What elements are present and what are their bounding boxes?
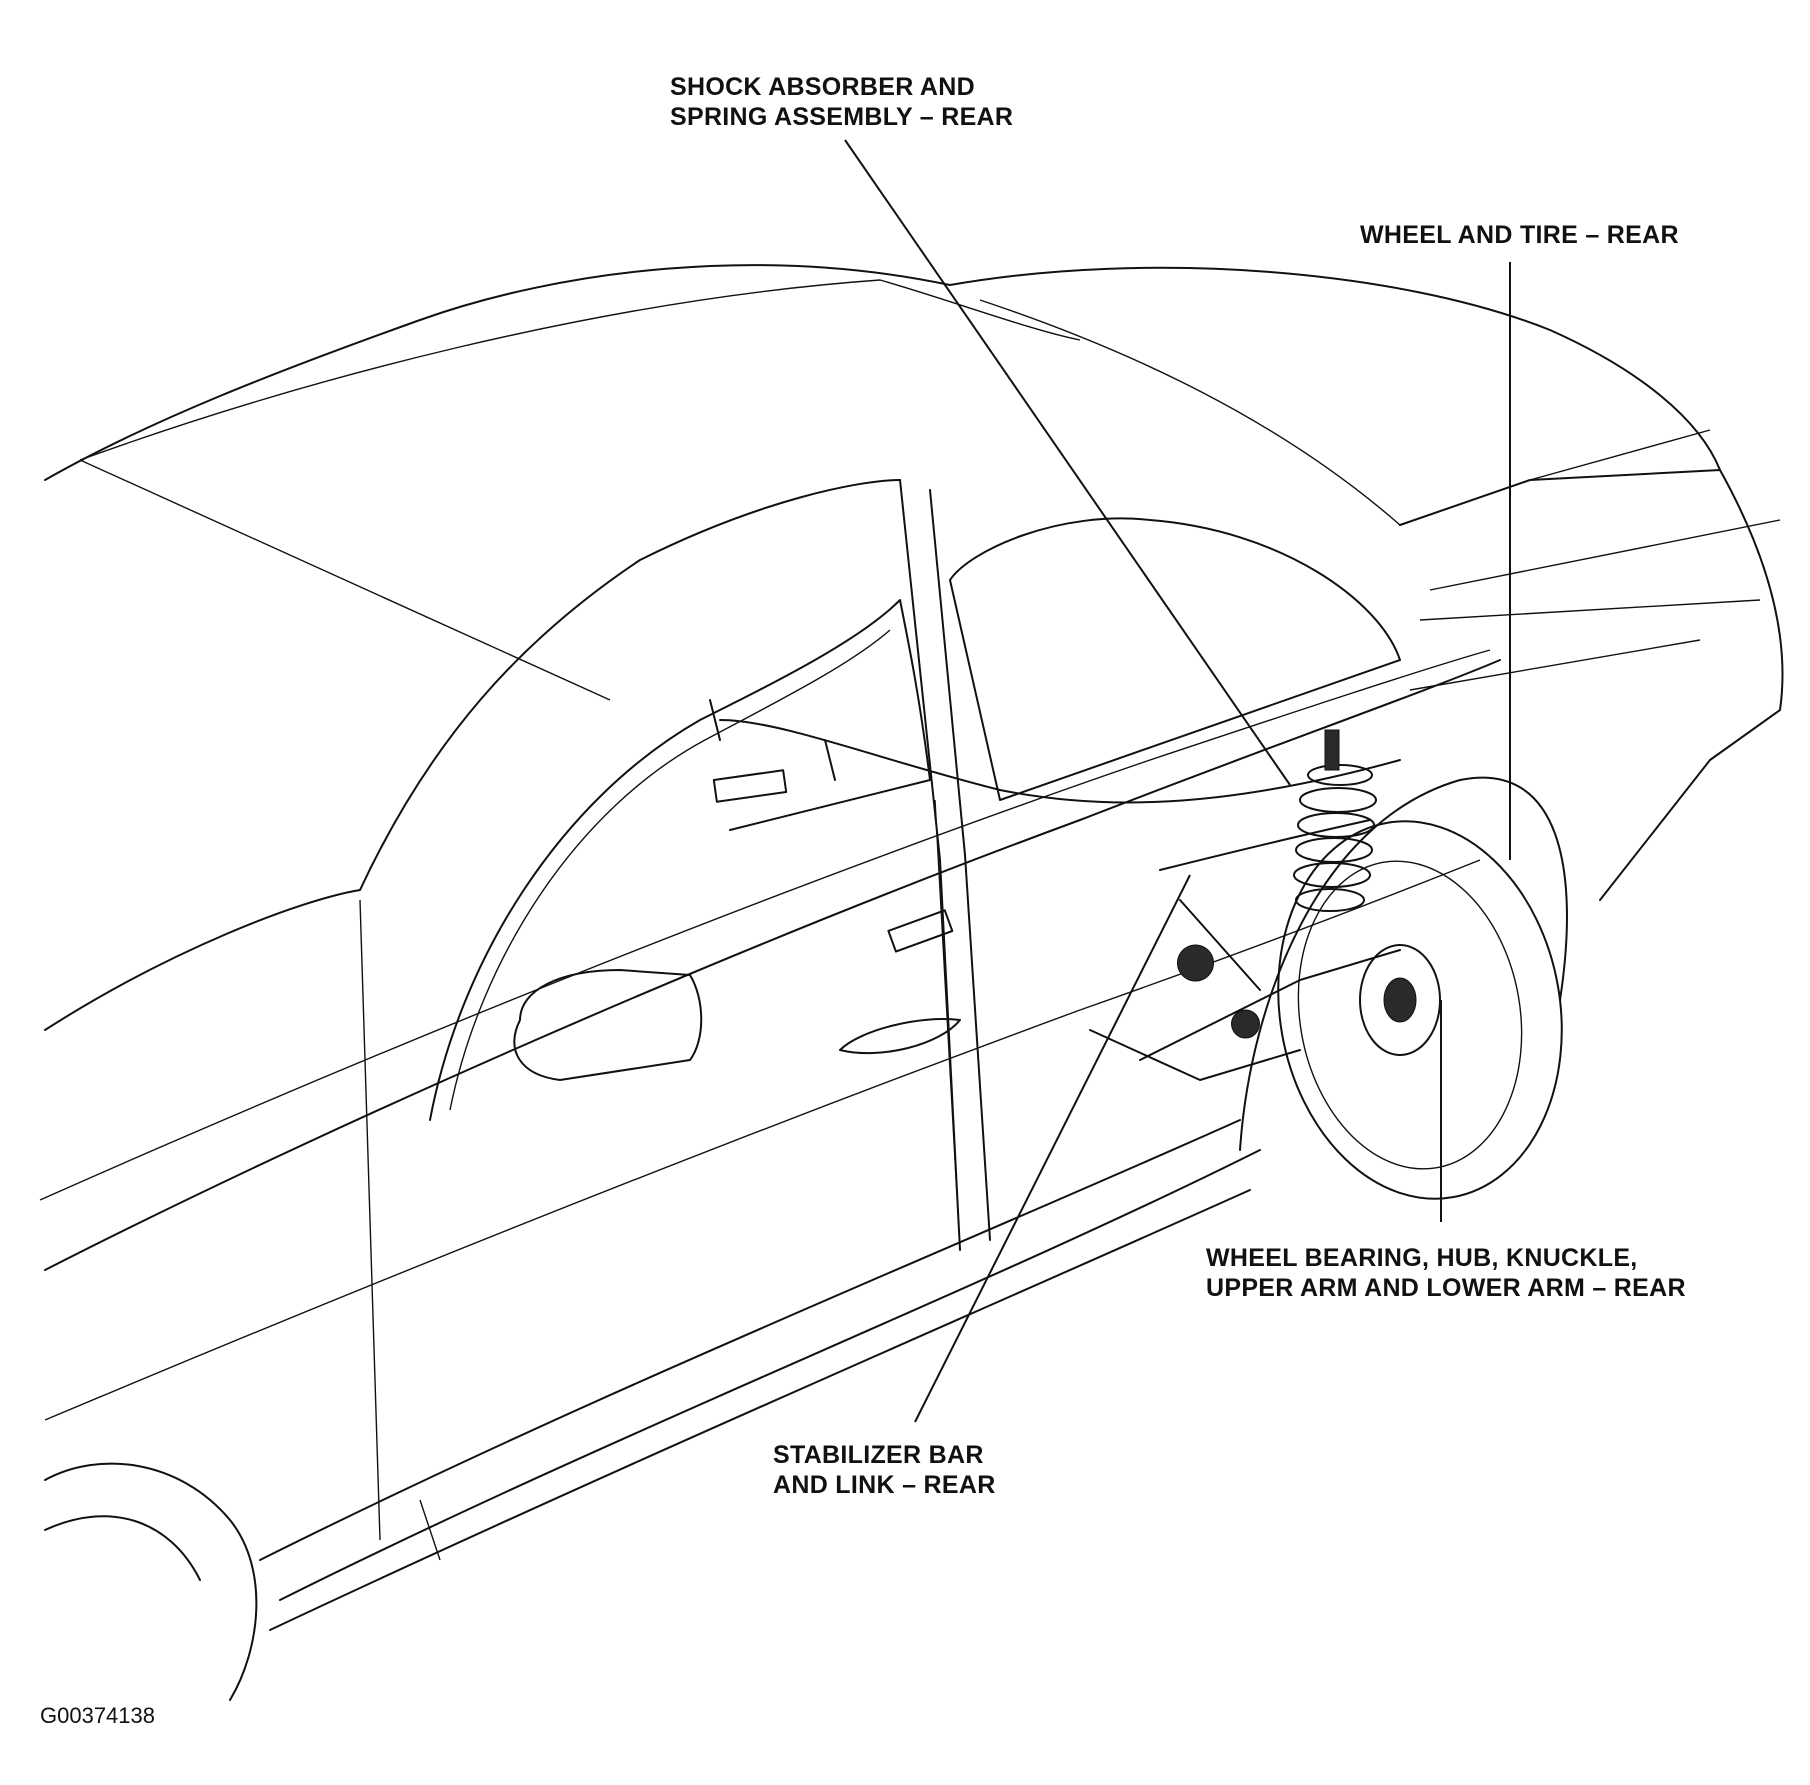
stabilizer-link	[710, 700, 835, 780]
rear-tire-outer	[1249, 799, 1591, 1222]
callout-stabilizer-bar: STABILIZER BAR AND LINK – REAR	[773, 1440, 996, 1500]
rocker-panel	[260, 1120, 1260, 1630]
leader-stabilizer	[915, 875, 1190, 1422]
front-window-frame	[430, 600, 930, 1120]
leader-shock	[845, 140, 1290, 785]
trunk-outline	[1400, 470, 1783, 900]
rear-wheel-arch	[1240, 778, 1567, 1150]
door-handle-front	[840, 1019, 960, 1053]
stabilizer-bar	[720, 720, 1400, 802]
a-pillar	[45, 480, 900, 1030]
roof-outline	[45, 265, 1720, 480]
side-mirror	[514, 970, 701, 1080]
control-arm-bushing	[1178, 945, 1260, 1038]
stabilizer-bracket	[714, 770, 786, 802]
rear-hub-bearing	[1384, 978, 1416, 1022]
rear-window-line	[980, 300, 1710, 525]
b-pillar	[900, 480, 990, 1250]
callout-shock-absorber: SHOCK ABSORBER AND SPRING ASSEMBLY – REA…	[670, 72, 1013, 132]
callout-wheel-and-tire: WHEEL AND TIRE – REAR	[1360, 220, 1679, 250]
front-wheel-arch	[45, 1464, 256, 1700]
rear-quarter-line	[1410, 520, 1780, 690]
door-upper-line	[40, 650, 1490, 1200]
figure-id: G00374138	[40, 1703, 155, 1729]
callout-wheel-bearing: WHEEL BEARING, HUB, KNUCKLE, UPPER ARM A…	[1206, 1243, 1686, 1303]
front-window-inner	[450, 630, 890, 1110]
